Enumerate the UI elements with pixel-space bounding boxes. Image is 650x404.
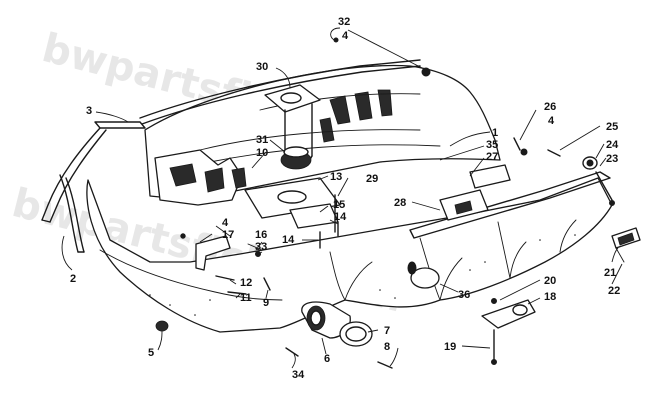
callout-12: 12 [240,277,252,289]
reflector-21 [611,227,641,249]
callout-27: 27 [486,151,498,163]
bolt-23 [595,171,613,201]
callout-28: 28 [394,197,406,209]
callout-13: 13 [330,171,342,183]
grommet-24 [582,156,598,170]
callout-26: 26 [544,101,556,113]
pin-26 [513,137,521,151]
nut-4-right [520,148,528,156]
callout-5: 5 [148,347,154,359]
callout-4-top: 4 [342,30,349,42]
screw-12 [215,275,235,281]
callouts: 1 2 3 32 4 30 31 10 13 29 15 14 14 4 17 … [70,16,620,381]
right-rail [409,164,611,239]
bezel-7 [339,321,373,347]
nut-4-top [421,67,431,77]
bolt-16 [247,243,263,251]
callout-36: 36 [458,289,470,301]
screw-34 [285,347,299,357]
callout-9: 9 [263,297,269,309]
callout-14-right: 14 [334,211,347,223]
dash-panel [154,149,247,206]
callout-20: 20 [544,275,556,287]
callout-33: 33 [255,241,267,253]
callout-18: 18 [544,291,556,303]
callout-14-left: 14 [282,234,295,246]
screw-25 [547,149,561,157]
callout-6: 6 [324,353,330,365]
leader-lines [61,27,623,369]
headlight-6 [301,301,351,339]
callout-2: 2 [70,273,76,285]
callout-7: 7 [384,325,390,337]
bracket-17 [195,235,231,271]
callout-15: 15 [333,199,345,211]
bolt-19-head [491,359,497,365]
cap-36 [407,261,440,289]
callout-19: 19 [444,341,456,353]
bolt-23-head [609,200,615,206]
bracket-18 [481,298,536,329]
callout-22: 22 [608,285,620,297]
center-mount [244,177,341,229]
callout-34: 34 [292,369,305,381]
callout-25: 25 [606,121,618,133]
side-trim [41,59,421,253]
callout-11: 11 [240,292,252,304]
callout-23: 23 [606,153,618,165]
steering-pod [264,84,321,170]
callout-32: 32 [338,16,350,28]
callout-21: 21 [604,267,616,279]
callout-29: 29 [366,173,378,185]
callout-17: 17 [222,229,234,241]
screw-22 [615,247,625,263]
callout-3: 3 [86,105,92,117]
callout-31: 31 [256,134,268,146]
callout-16: 16 [255,229,267,241]
callout-4-left: 4 [222,217,229,229]
callout-30: 30 [256,61,268,73]
callout-8: 8 [384,341,390,353]
callout-35: 35 [486,139,498,151]
callout-4-right: 4 [548,115,555,127]
screw-9 [263,277,271,291]
screw-32 [333,37,339,43]
screw-11 [227,291,247,295]
callout-24: 24 [606,139,619,151]
callout-10: 10 [256,147,268,159]
callout-1: 1 [492,127,498,139]
washer-4-left [180,233,186,239]
texture-dots [149,234,576,316]
grommet-5 [155,320,169,332]
screw-8 [377,361,393,369]
